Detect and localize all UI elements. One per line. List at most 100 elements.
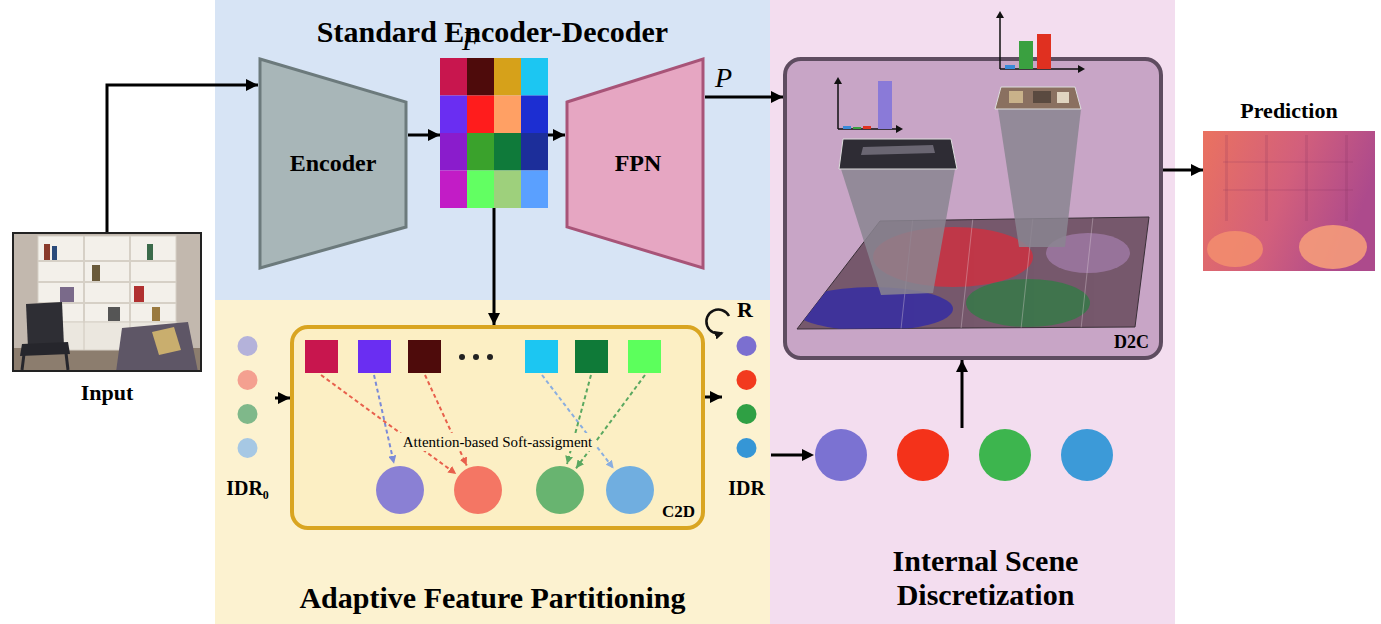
axis-head <box>834 77 842 84</box>
token-square <box>408 340 441 373</box>
representation-circle <box>606 466 654 514</box>
shelf-divider <box>83 236 85 322</box>
node-text: F <box>462 26 548 56</box>
feature-cell <box>521 133 548 171</box>
representation-dot <box>238 370 258 390</box>
flow-arrow <box>493 208 496 325</box>
feature-cell <box>494 58 521 96</box>
cushion <box>152 327 181 355</box>
token-square <box>305 340 338 373</box>
node-text: IDR₀ <box>226 476 269 500</box>
shelf-shade <box>1223 189 1353 191</box>
representation-circle <box>376 466 424 514</box>
representation-column <box>737 336 757 458</box>
chair-leg <box>22 354 24 370</box>
discrete-representation <box>1061 429 1113 481</box>
room-photo <box>12 232 202 372</box>
shelf-shade <box>1223 161 1353 163</box>
book <box>92 265 100 281</box>
edge-label: P <box>715 63 732 93</box>
feature-cell <box>440 133 467 171</box>
representation-circle <box>536 466 584 514</box>
flow-arrow <box>705 396 722 399</box>
shelf-trace <box>1081 217 1093 329</box>
histogram-bar <box>863 126 871 129</box>
assignment-arrow <box>374 375 394 464</box>
representation-dot <box>737 438 757 458</box>
book <box>147 244 153 260</box>
flow-arrow <box>275 397 290 400</box>
axis-line <box>837 83 839 129</box>
representation-circle <box>454 466 502 514</box>
green-region <box>966 279 1090 327</box>
feature-cell <box>467 58 494 96</box>
shelf-shade <box>1225 135 1228 221</box>
circle-row-ground <box>803 428 1119 484</box>
patch-highlight <box>861 145 935 155</box>
representation-dot <box>238 336 258 356</box>
feature-cell <box>494 133 521 171</box>
right-patch-image <box>995 87 1081 109</box>
shelf-board <box>38 260 176 262</box>
feature-cell <box>494 171 521 209</box>
feature-map-shape <box>440 26 548 208</box>
c2d-module-shape <box>290 325 705 530</box>
axis-head <box>1078 65 1085 73</box>
feature-cell <box>521 58 548 96</box>
discrete-representation <box>979 429 1031 481</box>
input-image: Input <box>12 232 202 410</box>
representation-dot <box>737 404 757 424</box>
assignment-arrow <box>542 375 614 469</box>
node-text: Encoder <box>290 150 377 177</box>
histogram-axes <box>834 77 903 133</box>
assignment-arrow <box>321 375 456 474</box>
flow-arrow <box>107 85 258 232</box>
representation-dot <box>737 336 757 356</box>
token-square <box>628 340 661 373</box>
feature-cell <box>521 171 548 209</box>
depth-map <box>1203 131 1375 271</box>
node-text: Standard Encoder-Decoder <box>317 14 668 50</box>
right-frustum <box>998 109 1081 247</box>
axis-head <box>896 125 903 133</box>
flow-arrow <box>408 134 440 137</box>
node-text: Internal Scene Discretization <box>861 544 1111 612</box>
representation-dot <box>737 370 757 390</box>
shelf-shade <box>1345 135 1348 221</box>
d2c-module-shape <box>783 57 1163 360</box>
d2c-module: D2C <box>783 57 1163 360</box>
histogram-bar <box>1037 34 1051 69</box>
prediction-image: Prediction <box>1203 96 1375 271</box>
c2d-box-outline <box>292 327 703 528</box>
row-arrowhead <box>802 449 814 461</box>
near-chair <box>1207 231 1263 267</box>
band-fill <box>770 0 1175 624</box>
initial-representations-shape <box>220 334 275 502</box>
shelf-shade <box>1265 135 1268 221</box>
node-text: Attention-based Soft-assigment <box>399 433 597 451</box>
histogram-axes <box>996 11 1085 73</box>
encoder-decoder-band: Standard Encoder-DecoderEncoder F FPN <box>215 0 770 300</box>
feature-partitioning-band: Adaptive Feature PartitioningIDR₀Attenti… <box>215 300 770 624</box>
ellipsis-dot <box>459 354 465 360</box>
flow-arrow <box>705 96 783 99</box>
chair-leg <box>66 353 68 370</box>
encoder-block: Encoder <box>258 57 408 270</box>
fpn-block: FPN <box>565 57 705 270</box>
representation-dot <box>238 438 258 458</box>
band-fill <box>215 300 770 624</box>
ellipsis-dot <box>487 354 493 360</box>
d2c-box-outline <box>785 59 1161 358</box>
assignment-arrow <box>576 375 645 468</box>
label-holder: R <box>737 297 753 323</box>
histogram-bar <box>853 127 861 129</box>
token-square <box>358 340 391 373</box>
refined-representations: IDR <box>722 334 771 502</box>
c2d-illustration <box>292 327 703 528</box>
discrete-representation <box>897 429 949 481</box>
feature-cell <box>467 133 494 171</box>
node-text: D2C <box>1114 331 1149 353</box>
patch-detail <box>1057 92 1069 103</box>
